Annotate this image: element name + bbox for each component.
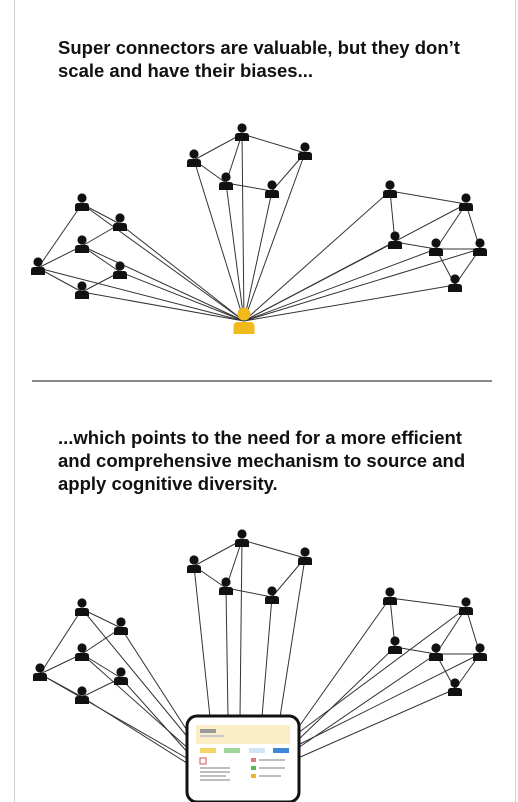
screen-chip-green bbox=[224, 748, 240, 753]
screen-list-dot-red bbox=[251, 758, 256, 762]
caption-top: Super connectors are valuable, but they … bbox=[58, 37, 460, 81]
screen-chip-yellow bbox=[200, 748, 216, 753]
screen-text-line bbox=[200, 775, 226, 777]
person-icon bbox=[235, 123, 249, 141]
person-icon bbox=[388, 636, 402, 654]
person-icon bbox=[473, 643, 487, 661]
caption-bottom: ...which points to the need for a more e… bbox=[58, 427, 466, 494]
person-icon bbox=[265, 180, 279, 198]
screen-logo-mark bbox=[200, 729, 216, 733]
person-icon bbox=[75, 281, 89, 299]
person-icon bbox=[448, 274, 462, 292]
screen-text-line bbox=[200, 779, 230, 781]
person-icon bbox=[265, 586, 279, 604]
screen-text-line bbox=[259, 775, 281, 777]
bottom-people bbox=[33, 529, 487, 704]
person-icon bbox=[75, 193, 89, 211]
screen-chip-blue bbox=[273, 748, 289, 753]
person-icon bbox=[448, 678, 462, 696]
bottom-connection-lines bbox=[39, 539, 481, 766]
person-icon bbox=[383, 180, 397, 198]
top-people bbox=[31, 123, 487, 299]
figure-frame bbox=[14, 0, 516, 802]
person-icon bbox=[113, 213, 127, 231]
screen-header-banner bbox=[196, 725, 290, 744]
top-connection-lines bbox=[37, 133, 481, 322]
person-icon bbox=[75, 235, 89, 253]
person-icon bbox=[459, 597, 473, 615]
screen-text-line bbox=[200, 771, 230, 773]
person-icon bbox=[114, 617, 128, 635]
bottom-network bbox=[33, 529, 487, 802]
person-icon bbox=[383, 587, 397, 605]
person-icon bbox=[459, 193, 473, 211]
screen-text-line bbox=[259, 759, 285, 761]
person-icon bbox=[473, 238, 487, 256]
screen-text-line bbox=[259, 767, 285, 769]
screen-list-dot-green bbox=[251, 766, 256, 770]
person-icon bbox=[219, 577, 233, 595]
person-icon bbox=[187, 149, 201, 167]
person-icon bbox=[388, 231, 402, 249]
screen-chip-lightblue bbox=[249, 748, 265, 753]
platform-screen-icon bbox=[185, 714, 301, 802]
top-network bbox=[31, 123, 487, 334]
screen-list-dot-orange bbox=[251, 774, 256, 778]
screen-text-line bbox=[200, 767, 230, 769]
person-icon bbox=[187, 555, 201, 573]
person-icon bbox=[114, 667, 128, 685]
screen-card-icon bbox=[199, 757, 207, 765]
screen-text-line bbox=[200, 735, 224, 737]
person-icon bbox=[219, 172, 233, 190]
person-icon bbox=[113, 261, 127, 279]
person-icon bbox=[235, 529, 249, 547]
section-divider bbox=[32, 380, 492, 382]
person-icon bbox=[75, 643, 89, 661]
person-icon bbox=[75, 598, 89, 616]
